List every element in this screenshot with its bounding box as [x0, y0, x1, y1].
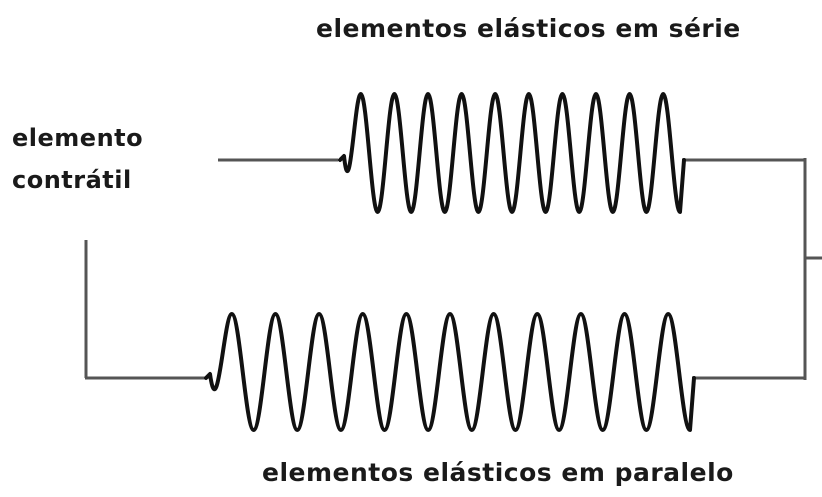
contractile-element-label-line2: contrátil — [12, 166, 132, 194]
series-elastic-spring — [338, 92, 686, 214]
parallel-springs-label: elementos elásticos em paralelo — [262, 458, 734, 487]
contractile-element-label-line1: elemento — [12, 124, 144, 152]
series-springs-label: elementos elásticos em série — [316, 14, 741, 43]
connecting-wires — [84, 158, 822, 380]
parallel-elastic-spring — [204, 312, 696, 432]
